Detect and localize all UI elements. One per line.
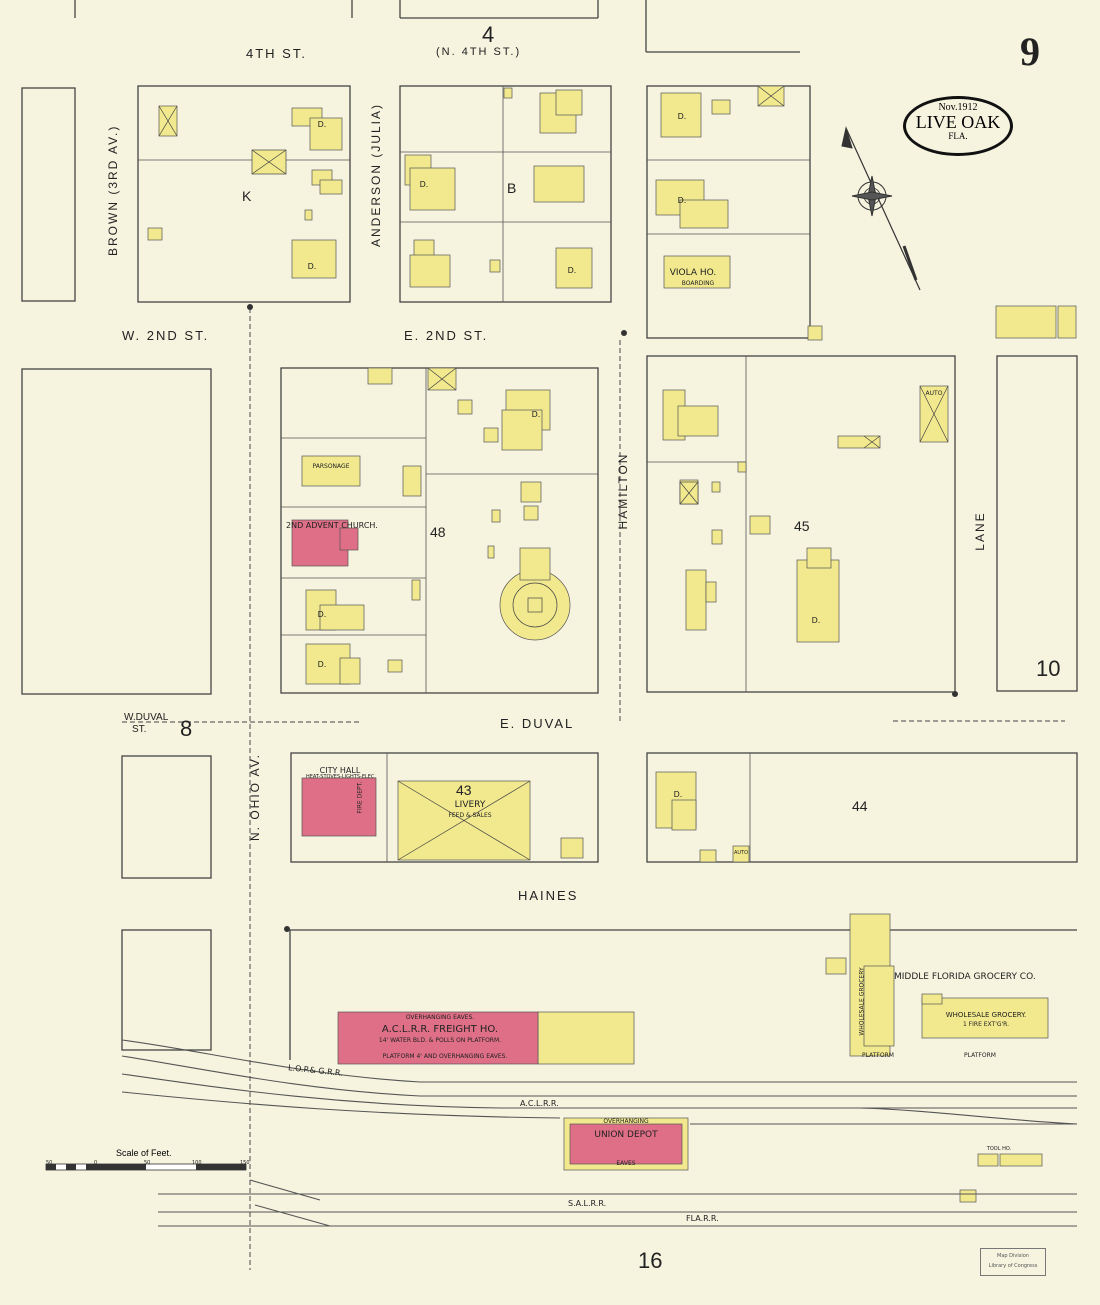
street-w-duval-st: ST. — [132, 724, 147, 735]
stamp-line-2: Library of Congress — [988, 1263, 1038, 1269]
grocery-co-label: MIDDLE FLORIDA GROCERY CO. — [894, 972, 1036, 982]
edge-lines — [74, 0, 1077, 1060]
dwelling-label: D. — [673, 790, 683, 799]
city-hall-label: CITY HALL — [319, 766, 361, 775]
railroad-salrr: S.A.L.R.R. — [568, 1199, 607, 1208]
street-e-duval: E. DUVAL — [500, 716, 575, 731]
scale-label: Scale of Feet. — [116, 1148, 172, 1158]
depot-label: UNION DEPOT — [594, 1130, 658, 1140]
depot-bottom: EAVES — [616, 1160, 636, 1167]
dwelling-label: D. — [317, 120, 327, 129]
wholesale-label: WHOLESALE GROCERY. — [945, 1011, 1027, 1019]
livery-sub: FEED & SALES — [448, 812, 492, 819]
title-cartouche: Nov.1912 LIVE OAK FLA. — [903, 96, 1013, 156]
street-brown: BROWN (3RD AV.) — [106, 124, 120, 256]
scale-tick: 50 — [46, 1160, 53, 1166]
library-stamp: Map Division Library of Congress — [980, 1248, 1046, 1276]
scale-tick: 0 — [94, 1160, 98, 1166]
frame-buildings — [147, 85, 1077, 1203]
depot-top: OVERHANGING — [603, 1118, 649, 1125]
lot-lines — [138, 86, 810, 862]
shed-markings — [158, 85, 949, 861]
block-43: 43 — [456, 782, 472, 798]
brick-buildings — [291, 519, 683, 1165]
freight-sub: 14' WATER BLD. & POLLS ON PLATFORM. — [378, 1037, 502, 1044]
dwelling-label: D. — [567, 266, 577, 275]
auto-label: AUTO — [733, 850, 749, 856]
street-w-2nd: W. 2ND ST. — [122, 328, 210, 343]
adjoining-sheet-east[interactable]: 10 — [1036, 656, 1061, 681]
scale-tick: 100 — [192, 1160, 202, 1166]
street-lane: LANE — [973, 511, 987, 551]
city-name: LIVE OAK — [915, 112, 1001, 132]
water-pipes — [122, 308, 1065, 1270]
block-48: 48 — [430, 524, 446, 540]
tool-house-label: TOOL HO. — [986, 1146, 1012, 1152]
block-outlines — [21, 85, 1078, 1051]
church-label: 2ND ADVENT CHURCH. — [286, 521, 378, 530]
block-b: B — [507, 180, 517, 196]
scale-bar — [45, 1163, 247, 1171]
street-n-4th: (N. 4TH ST.) — [436, 46, 522, 58]
state-name: FLA. — [948, 131, 968, 141]
railroad-aclrr: A.C.L.R.R. — [520, 1099, 559, 1108]
street-anderson: ANDERSON (JULIA) — [369, 102, 383, 247]
viola-sub: BOARDING — [681, 280, 715, 287]
sheet-number: 9 — [1020, 29, 1040, 74]
viola-label: VIOLA HO. — [669, 268, 717, 278]
fire-dept-label: FIRE DEPT. — [356, 781, 364, 814]
street-haines: HAINES — [518, 888, 579, 903]
street-n-ohio: N. OHIO AV. — [248, 752, 262, 842]
adjoining-sheet-north[interactable]: 4 — [482, 22, 495, 47]
platform-label: PLATFORM — [862, 1052, 894, 1059]
railroad-tracks — [121, 1039, 1078, 1227]
stamp-line-1: Map Division — [997, 1253, 1029, 1259]
dwelling-label: D. — [811, 616, 821, 625]
block-k: K — [242, 188, 252, 204]
city-hall-note: HEAT-STOVES-LIGHTS-ELEC. — [305, 774, 377, 780]
dwelling-label: D. — [317, 660, 327, 669]
livery-label: LIVERY — [454, 800, 486, 810]
scale-tick: 50 — [144, 1160, 151, 1166]
street-e-2nd: E. 2ND ST. — [404, 328, 489, 343]
wholesale-vertical-label: WHOLESALE GROCERY — [858, 967, 866, 1036]
adjoining-sheet-west[interactable]: 8 — [180, 716, 193, 741]
parsonage-label: PARSONAGE — [312, 463, 350, 470]
adjoining-sheet-south[interactable]: 16 — [638, 1248, 663, 1273]
dwelling-label: D. — [677, 112, 687, 121]
fire-hydrants — [247, 304, 958, 932]
freight-bottom: PLATFORM 4' AND OVERHANGING EAVES. — [382, 1053, 508, 1060]
block-45: 45 — [794, 518, 810, 534]
dwelling-label: D. — [307, 262, 317, 271]
freight-top: OVERHANGING EAVES. — [405, 1014, 475, 1021]
dwelling-label: D. — [419, 180, 429, 189]
scale-tick: 150 — [240, 1160, 250, 1166]
wholesale-sub: 1 FIRE EXT'G'R. — [962, 1021, 1010, 1028]
dwelling-label: D. — [531, 410, 541, 419]
dwelling-label: D. — [677, 196, 687, 205]
platform-label-2: PLATFORM — [964, 1052, 996, 1059]
freight-label: A.C.L.R.R. FREIGHT HO. — [381, 1024, 499, 1035]
railroad-fla: FLA.R.R. — [686, 1214, 719, 1223]
north-arrow — [841, 126, 921, 291]
map-date: Nov.1912 — [938, 102, 978, 113]
auto-label: AUTO — [925, 390, 943, 397]
street-4th: 4TH ST. — [246, 46, 307, 61]
street-hamilton: HAMILTON — [616, 452, 630, 530]
block-44: 44 — [852, 798, 868, 814]
dwelling-label: D. — [317, 610, 327, 619]
street-w-duval: W.DUVAL — [124, 712, 169, 723]
